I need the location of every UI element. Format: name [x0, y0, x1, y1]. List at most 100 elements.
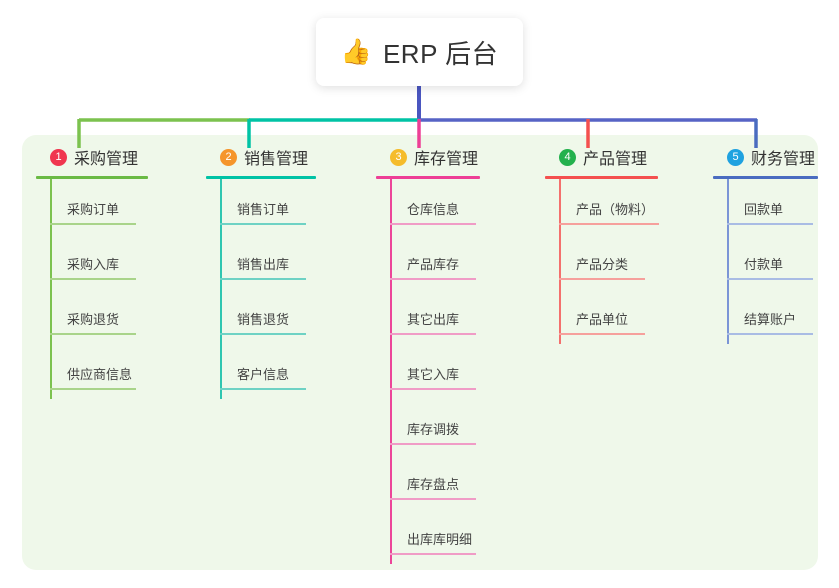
- leaf-item[interactable]: 出库库明细: [376, 509, 526, 564]
- leaf-spine-1: [50, 179, 52, 399]
- leaf-underline: [390, 333, 476, 335]
- leaf-label: 仓库信息: [407, 202, 460, 217]
- leaf-underline: [390, 498, 476, 500]
- leaf-item[interactable]: 付款单: [713, 234, 839, 289]
- leaf-item[interactable]: 客户信息: [206, 344, 356, 399]
- branch-title-3: 库存管理: [414, 151, 479, 168]
- leaf-label: 销售订单: [237, 202, 290, 217]
- leaf-item[interactable]: 产品库存: [376, 234, 526, 289]
- leaf-underline: [390, 223, 476, 225]
- leaf-label: 付款单: [744, 257, 784, 272]
- leaf-label: 产品单位: [576, 312, 629, 327]
- leaf-label: 采购入库: [67, 257, 120, 272]
- leaf-item[interactable]: 产品单位: [545, 289, 695, 344]
- leaf-spine-3: [390, 179, 392, 564]
- branch-underline-2: [206, 176, 316, 179]
- leaf-underline: [390, 443, 476, 445]
- branch-column-2: 2 销售管理销售订单销售出库销售退货客户信息: [206, 145, 356, 399]
- leaf-item[interactable]: 销售订单: [206, 179, 356, 234]
- branch-title-2: 销售管理: [244, 151, 309, 168]
- branch-badge-3: 3: [390, 148, 407, 166]
- leaf-item[interactable]: 结算账户: [713, 289, 839, 344]
- branch-underline-1: [36, 176, 148, 179]
- leaf-label: 采购退货: [67, 312, 120, 327]
- branch-title-1: 采购管理: [74, 151, 139, 168]
- leaf-underline: [220, 278, 306, 280]
- leaf-item[interactable]: 采购退货: [36, 289, 186, 344]
- root-node[interactable]: 👍 ERP 后台: [316, 18, 523, 86]
- leaf-item[interactable]: 库存盘点: [376, 454, 526, 509]
- branch-column-3: 3 库存管理仓库信息产品库存其它出库其它入库库存调拨库存盘点出库库明细: [376, 145, 526, 564]
- leaf-underline: [50, 333, 136, 335]
- branch-header-3[interactable]: 3 库存管理: [376, 145, 526, 169]
- thumbs-up-icon: 👍: [340, 37, 372, 66]
- leaf-item[interactable]: 产品（物料）: [545, 179, 695, 234]
- leaf-underline: [50, 388, 136, 390]
- leaf-item[interactable]: 其它出库: [376, 289, 526, 344]
- branch-badge-1: 1: [50, 148, 67, 166]
- root-title: ERP 后台: [382, 38, 499, 69]
- leaf-label: 结算账户: [744, 312, 797, 327]
- leaf-underline: [727, 333, 813, 335]
- leaf-item[interactable]: 产品分类: [545, 234, 695, 289]
- leaf-spine-4: [559, 179, 561, 344]
- leaf-item[interactable]: 采购入库: [36, 234, 186, 289]
- leaf-label: 供应商信息: [67, 367, 133, 382]
- leaf-label: 客户信息: [237, 367, 290, 382]
- branch-underline-4: [545, 176, 658, 179]
- leaf-underline: [220, 223, 306, 225]
- leaf-item[interactable]: 库存调拨: [376, 399, 526, 454]
- diagram-panel: [22, 135, 818, 570]
- leaf-label: 产品库存: [407, 257, 460, 272]
- leaf-label: 销售退货: [237, 312, 290, 327]
- leaf-item[interactable]: 销售退货: [206, 289, 356, 344]
- leaf-label: 出库库明细: [407, 532, 473, 547]
- leaf-underline: [220, 388, 306, 390]
- branch-badge-4: 4: [559, 148, 576, 166]
- leaf-label: 采购订单: [67, 202, 120, 217]
- leaf-underline: [390, 553, 476, 555]
- leaf-underline: [559, 333, 645, 335]
- leaf-label: 产品分类: [576, 257, 629, 272]
- leaf-item[interactable]: 采购订单: [36, 179, 186, 234]
- leaf-spine-2: [220, 179, 222, 399]
- leaf-label: 其它入库: [407, 367, 460, 382]
- leaf-underline: [50, 223, 136, 225]
- leaf-underline: [727, 278, 813, 280]
- leaf-spine-5: [727, 179, 729, 344]
- leaf-underline: [390, 388, 476, 390]
- leaf-underline: [390, 278, 476, 280]
- leaf-list-3: 仓库信息产品库存其它出库其它入库库存调拨库存盘点出库库明细: [376, 179, 526, 564]
- leaf-label: 产品（物料）: [576, 202, 655, 217]
- branch-header-5[interactable]: 5 财务管理: [713, 145, 839, 169]
- leaf-underline: [220, 333, 306, 335]
- branch-title-5: 财务管理: [751, 151, 816, 168]
- branch-underline-5: [713, 176, 818, 179]
- leaf-label: 其它出库: [407, 312, 460, 327]
- leaf-underline: [559, 278, 645, 280]
- leaf-item[interactable]: 销售出库: [206, 234, 356, 289]
- leaf-label: 回款单: [744, 202, 784, 217]
- branch-badge-2: 2: [220, 148, 237, 166]
- branch-header-1[interactable]: 1 采购管理: [36, 145, 186, 169]
- leaf-label: 销售出库: [237, 257, 290, 272]
- branch-header-2[interactable]: 2 销售管理: [206, 145, 356, 169]
- leaf-item[interactable]: 仓库信息: [376, 179, 526, 234]
- leaf-item[interactable]: 回款单: [713, 179, 839, 234]
- leaf-underline: [559, 223, 659, 225]
- branch-badge-5: 5: [727, 148, 744, 166]
- leaf-item[interactable]: 其它入库: [376, 344, 526, 399]
- leaf-list-4: 产品（物料） 产品分类产品单位: [545, 179, 695, 344]
- leaf-underline: [50, 278, 136, 280]
- branch-column-5: 5 财务管理回款单付款单结算账户: [713, 145, 839, 344]
- leaf-label: 库存盘点: [407, 477, 460, 492]
- leaf-list-5: 回款单付款单结算账户: [713, 179, 839, 344]
- branch-underline-3: [376, 176, 480, 179]
- branch-column-1: 1 采购管理采购订单采购入库采购退货供应商信息: [36, 145, 186, 399]
- leaf-item[interactable]: 供应商信息: [36, 344, 186, 399]
- leaf-underline: [727, 223, 813, 225]
- leaf-list-2: 销售订单销售出库销售退货客户信息: [206, 179, 356, 399]
